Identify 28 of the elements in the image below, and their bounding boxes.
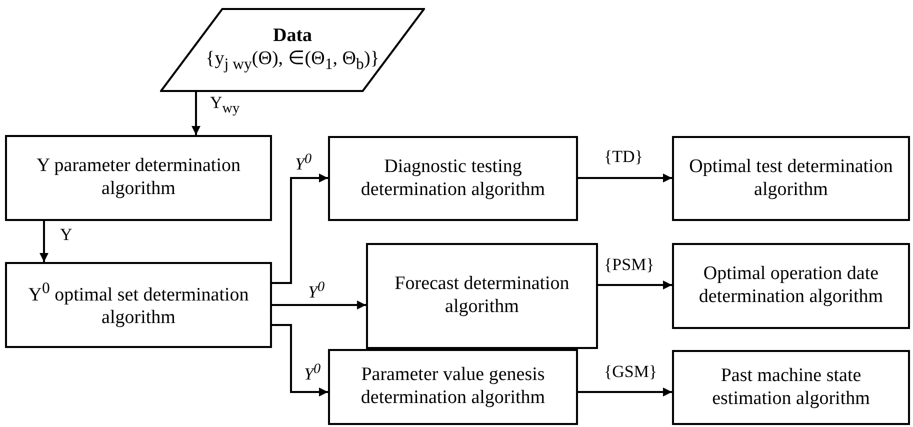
arrow: [578, 388, 672, 396]
node-text: Forecast determination algorithm: [394, 273, 570, 319]
node-text: {y$_{j wy}$(Θ), ∈(Θ$_{1}$, Θ$_{b}$)}: [204, 48, 380, 75]
process-box: [5, 262, 272, 348]
arrow: [598, 280, 672, 290]
arrow: [578, 174, 672, 182]
data-parallelogram: [160, 8, 425, 92]
arrow: [192, 92, 200, 135]
edge-label: Y$_{wy}$: [208, 94, 242, 117]
process-box: [328, 136, 578, 221]
node-text: Past machine state estimation algorithm: [711, 364, 871, 410]
process-box: [366, 243, 598, 349]
node-heading: Data: [272, 25, 314, 48]
node-text: Y parameter determination algorithm: [36, 155, 242, 201]
arrow: [272, 300, 366, 310]
node-text: Diagnostic testing determination algorithm: [360, 156, 546, 202]
process-box: [672, 350, 910, 425]
process-box: [5, 135, 272, 221]
node-text: Optimal operation date determination algorithm: [698, 263, 884, 309]
node-text: Optimal test determination algorithm: [688, 156, 894, 202]
arrow: [40, 221, 48, 262]
process-box: [328, 349, 578, 425]
node-text: Y$^{0}$ optimal set determination algorithm: [27, 280, 250, 330]
arrow: [272, 174, 328, 284]
arrow: [272, 324, 328, 396]
process-box: [672, 136, 910, 221]
process-box: [672, 243, 910, 329]
node-text: Parameter value genesis determination algorithm: [360, 364, 546, 410]
